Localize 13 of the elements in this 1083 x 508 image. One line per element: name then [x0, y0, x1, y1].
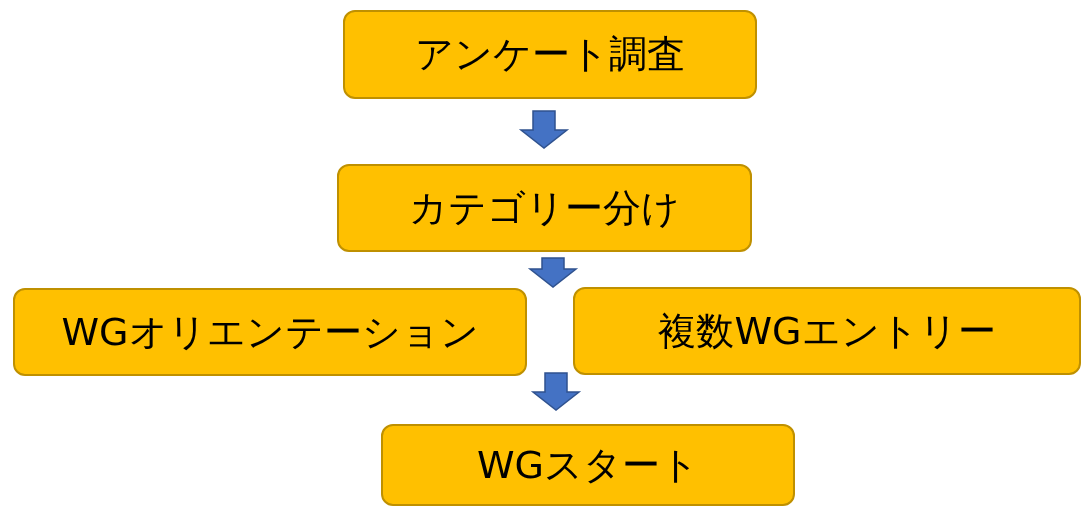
block-arrow	[518, 110, 570, 149]
box-label: アンケート調査	[415, 31, 685, 78]
box-label: WGオリエンテーション	[61, 308, 479, 356]
process-box	[381, 424, 795, 506]
box-label: カテゴリー分け	[409, 184, 680, 232]
process-box	[573, 287, 1081, 375]
process-box	[13, 288, 527, 376]
box-label: 複数WGエントリー	[658, 307, 996, 355]
block-arrow	[527, 257, 579, 288]
block-arrow	[530, 372, 582, 411]
process-box	[337, 164, 752, 252]
box-label: WGスタート	[477, 441, 699, 489]
process-box	[343, 10, 757, 99]
